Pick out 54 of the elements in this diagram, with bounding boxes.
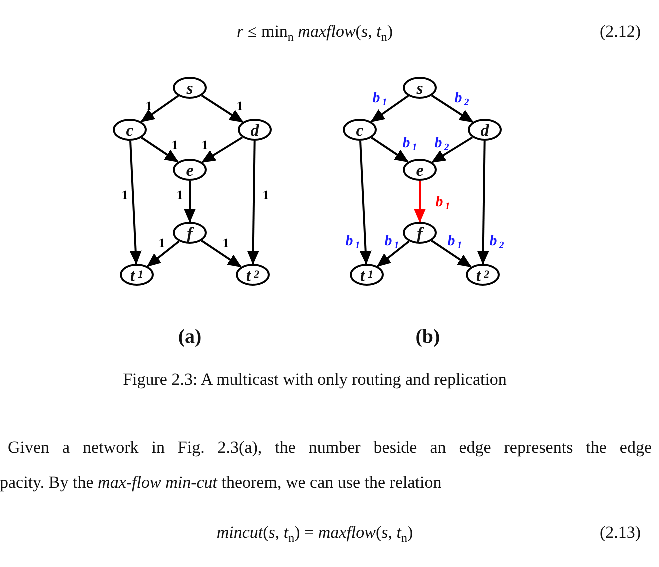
edge-label: b$_{1}$ [384, 234, 400, 252]
arrow [431, 240, 472, 268]
arrow [360, 140, 372, 265]
paragraph-line: pacity. By the max-flow min-cut theorem, we can use the relation [0, 473, 442, 494]
figure-caption: Figure 2.3: A multicast with only routing and replication [123, 370, 507, 390]
edge-label: 1 [158, 236, 166, 250]
graph-node: d [468, 119, 502, 141]
edge-label: b$_{1}$ [402, 136, 418, 154]
edge-label: b$_{1}$ [372, 92, 388, 108]
arrow [376, 240, 410, 268]
equation: mincut(s, t$_{n}$) = maxflow(s, t$_{n}$) [216, 523, 414, 546]
edge-label: 1 [176, 188, 184, 202]
arrow [247, 140, 260, 265]
equation-number: (2.12) [600, 22, 642, 42]
arrow [130, 140, 142, 265]
arrow [477, 140, 490, 265]
arrow [431, 94, 474, 124]
edge-label: 1 [172, 138, 178, 152]
edge-label: 1 [146, 100, 152, 112]
equation-number: (2.13) [600, 523, 642, 544]
graph-node: c [343, 119, 377, 141]
arrow [370, 95, 410, 123]
subfigure-label: (b) [416, 325, 440, 349]
edge-label: 1 [222, 236, 230, 250]
graph-node: d [238, 119, 272, 141]
graph-node: s [173, 77, 207, 99]
graph-node: f [403, 222, 437, 244]
subfigure-label: (a) [178, 325, 202, 349]
graph-node: c [113, 119, 147, 141]
arrow [201, 240, 242, 268]
arrow [201, 136, 244, 164]
equation: r ≤ min$_{n}$ maxflow(s, t$_{n}$) [237, 22, 393, 44]
edge-label: 1 [262, 188, 270, 202]
graph-node: e [173, 159, 207, 181]
edge-label: b$_{2}$ [434, 136, 450, 154]
edge-label: 1 [122, 188, 128, 202]
edge-label: b$_{1}$ [436, 196, 450, 212]
arrow [146, 240, 180, 268]
graph-node: f [173, 222, 207, 244]
edge-label: b$_{2}$ [490, 234, 504, 252]
arrow [201, 94, 244, 124]
paragraph-line: Given a network in Fig. 2.3(a), the number beside an edge represents the edge [8, 438, 652, 458]
edge-label: b$_{1}$ [346, 234, 360, 252]
edge-label: b$_{2}$ [454, 92, 470, 108]
edge-label: 1 [202, 138, 208, 152]
arrow [431, 136, 474, 164]
arrow [184, 181, 196, 223]
graph-node: e [403, 159, 437, 181]
edge-label: 1 [236, 100, 244, 112]
arrow [141, 137, 179, 163]
edge-label: b$_{1}$ [448, 234, 462, 252]
arrow [140, 95, 180, 123]
arrow [371, 137, 409, 163]
graph-node: s [403, 77, 437, 99]
